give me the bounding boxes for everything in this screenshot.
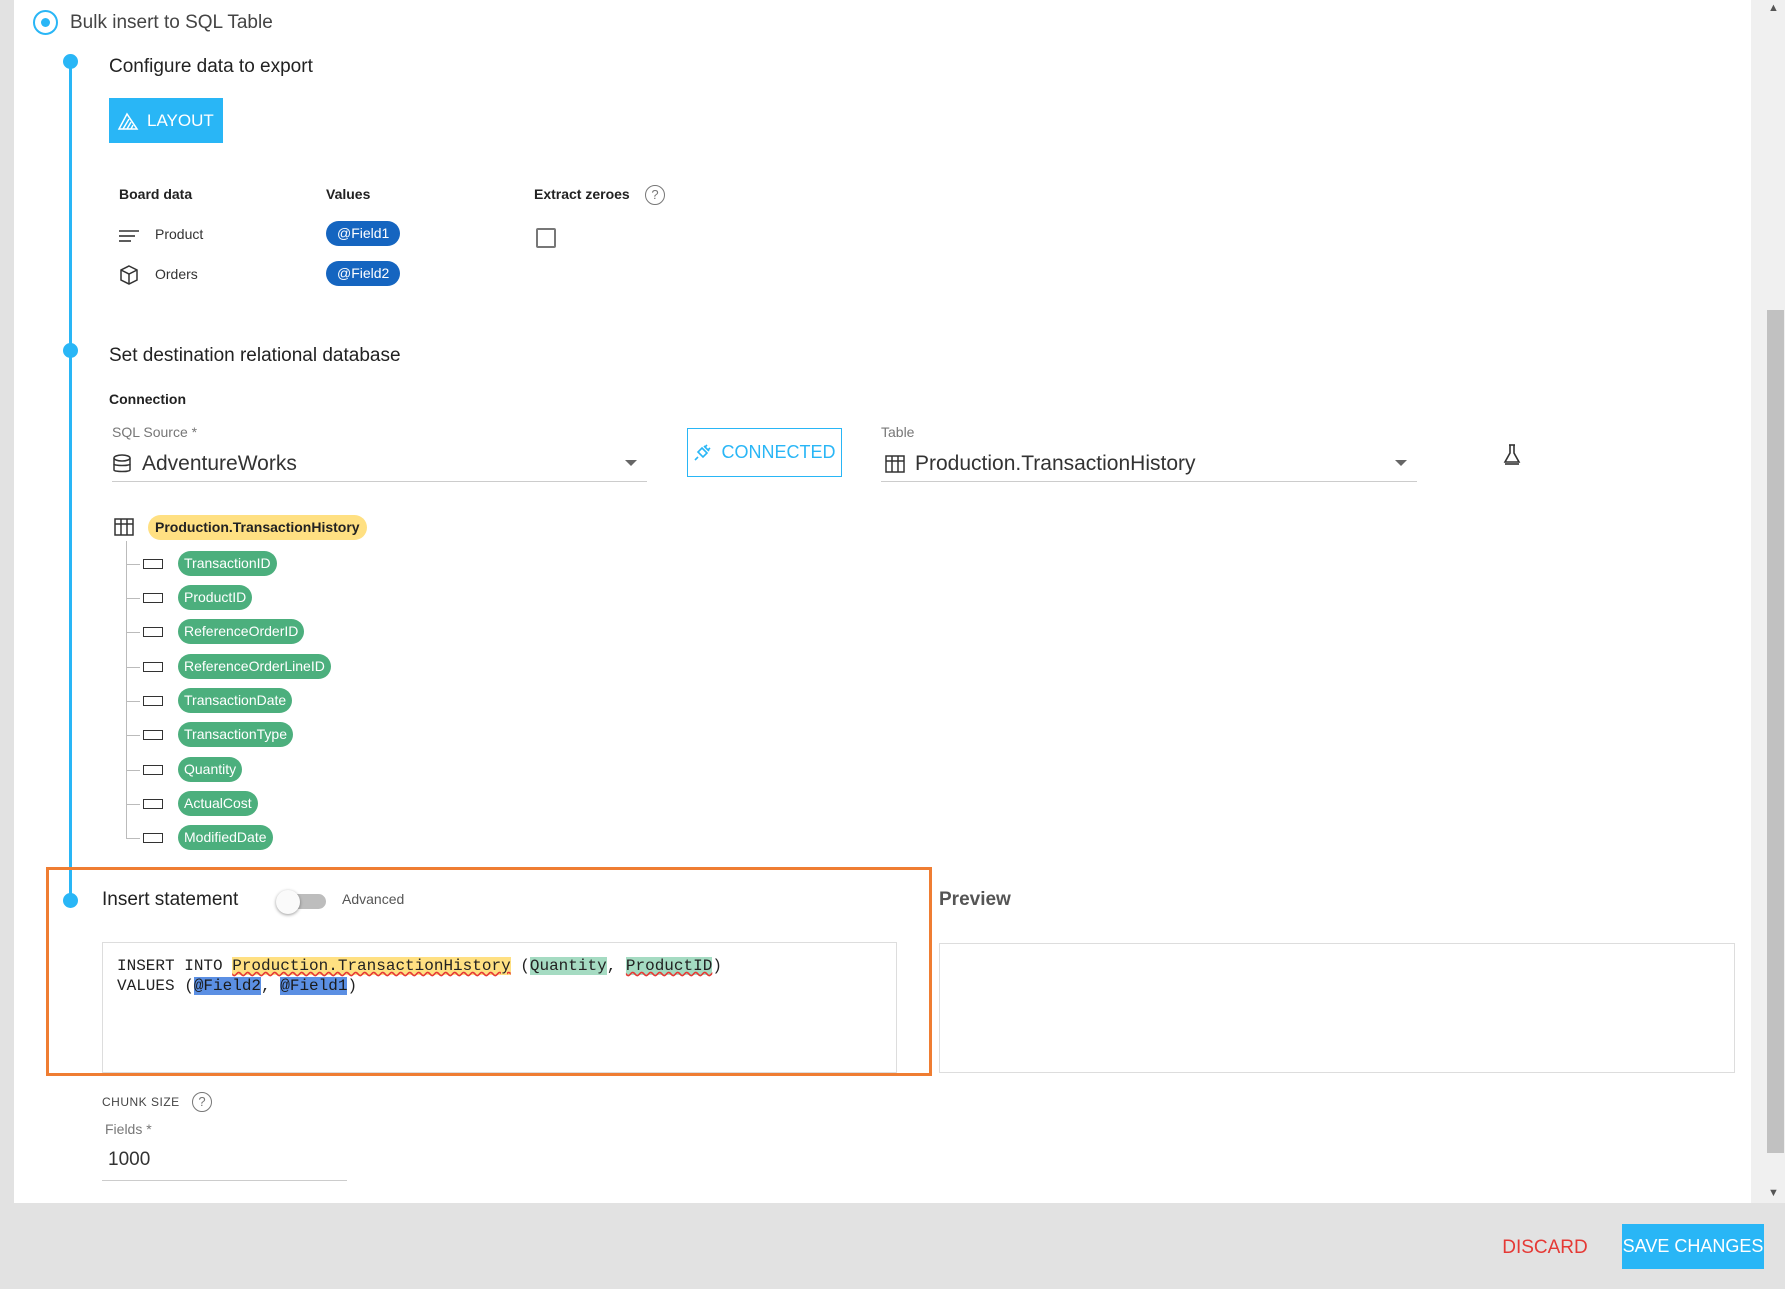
connected-button-label: CONNECTED [721,442,836,462]
sql-source-value: AdventureWorks [142,451,297,475]
table-select-value: Production.TransactionHistory [915,451,1196,475]
column-pill[interactable]: Quantity [178,757,243,782]
tree-branch [126,632,140,633]
board-row-orders-label: Orders [155,266,198,282]
code-field-token: @Field1 [280,977,348,995]
advanced-label: Advanced [342,891,405,907]
main-panel [14,0,1751,1203]
column-icon [143,833,163,843]
column-pill[interactable]: ProductID [178,585,253,610]
configure-section-title: Configure data to export [109,56,313,77]
column-icon [143,730,163,740]
lines-icon [119,230,139,242]
column-pill[interactable]: TransactionID [178,551,277,576]
column-pill[interactable]: TransactionType [178,722,293,747]
board-row-product-label: Product [155,226,204,242]
tree-branch [126,735,140,736]
extract-zeroes-checkbox[interactable] [536,228,556,248]
insert-statement-editor[interactable]: INSERT INTO Production.TransactionHistor… [102,942,897,1073]
table-icon [885,454,905,473]
code-punct: ) [347,977,358,995]
tree-branch [126,701,140,702]
code-column-token: Quantity [529,957,607,975]
database-icon [113,453,131,472]
cube-icon [120,265,138,285]
step-title: Bulk insert to SQL Table [70,12,273,33]
tree-branch [126,598,140,599]
column-pill[interactable]: ActualCost [178,791,258,816]
chunk-size-label: CHUNK SIZE [102,1095,180,1109]
code-punct: , [606,957,626,975]
connection-label: Connection [109,391,186,407]
column-icon [143,559,163,569]
fields-label: Fields * [105,1121,152,1137]
plug-icon [694,443,712,461]
scroll-down-arrow-icon[interactable]: ▼ [1768,1187,1779,1199]
code-column-token: ProductID [625,957,713,975]
values-header: Values [326,186,371,202]
preview-title: Preview [939,889,1011,910]
tree-branch [126,770,140,771]
code-keyword: VALUES ( [117,977,194,995]
advanced-toggle[interactable] [276,890,330,914]
column-icon [143,593,163,603]
step-radio-button[interactable] [33,10,58,35]
insert-statement-title: Insert statement [102,889,239,910]
tree-branch [126,564,140,565]
discard-button[interactable]: DISCARD [1502,1231,1588,1265]
layout-button[interactable]: LAYOUT [109,98,223,143]
column-icon [143,696,163,706]
column-icon [143,765,163,775]
connected-button[interactable]: CONNECTED [687,428,842,477]
column-icon [143,799,163,809]
tree-branch [126,838,140,839]
scrollbar-thumb[interactable] [1767,310,1784,1153]
table-icon [114,518,134,536]
timeline-dot-insert [63,893,78,908]
table-select[interactable]: Production.TransactionHistory [881,446,1417,482]
toggle-knob [276,890,300,914]
timeline-dot-destination [63,343,78,358]
code-table-token: Production.TransactionHistory [232,957,511,975]
scroll-up-arrow-icon[interactable]: ▲ [1768,2,1779,14]
value-pill-field1[interactable]: @Field1 [326,221,401,246]
tree-branch [126,667,140,668]
tree-connector-line [126,541,127,838]
column-icon [143,662,163,672]
insert-statement-highlight [46,867,932,1076]
preview-panel [939,943,1735,1073]
chevron-down-icon [1395,460,1407,466]
chevron-down-icon [625,460,637,466]
code-punct: ) [712,957,722,975]
extract-zeroes-header: Extract zeroes [534,186,630,202]
tree-root-table-pill[interactable]: Production.TransactionHistory [148,515,367,540]
sql-source-select[interactable]: AdventureWorks [112,446,647,482]
sql-source-label: SQL Source * [112,424,198,440]
footer-bar [0,1203,1785,1289]
timeline-line [69,60,72,900]
layout-button-label: LAYOUT [147,110,214,130]
save-changes-button[interactable]: SAVE CHANGES [1622,1224,1764,1269]
column-pill[interactable]: ReferenceOrderLineID [178,654,331,679]
timeline-dot-configure [63,54,78,69]
table-label: Table [881,424,915,440]
tree-branch [126,804,140,805]
radio-dot [41,18,50,27]
column-pill[interactable]: TransactionDate [178,688,293,713]
code-punct: , [261,977,281,995]
column-pill[interactable]: ModifiedDate [178,825,273,850]
code-keyword: INSERT INTO [117,957,233,975]
code-field-token: @Field2 [193,977,262,995]
value-pill-field2[interactable]: @Field2 [326,261,401,286]
chunk-size-help-icon[interactable]: ? [192,1092,212,1112]
flask-icon[interactable] [1503,444,1521,466]
destination-section-title: Set destination relational database [109,345,401,366]
layout-icon [117,112,139,130]
column-icon [143,627,163,637]
chunk-size-input[interactable]: 1000 [102,1143,347,1181]
column-pill[interactable]: ReferenceOrderID [178,619,305,644]
extract-zeroes-help-icon[interactable]: ? [645,185,665,205]
code-punct: ( [510,957,530,975]
board-data-header: Board data [119,186,193,202]
